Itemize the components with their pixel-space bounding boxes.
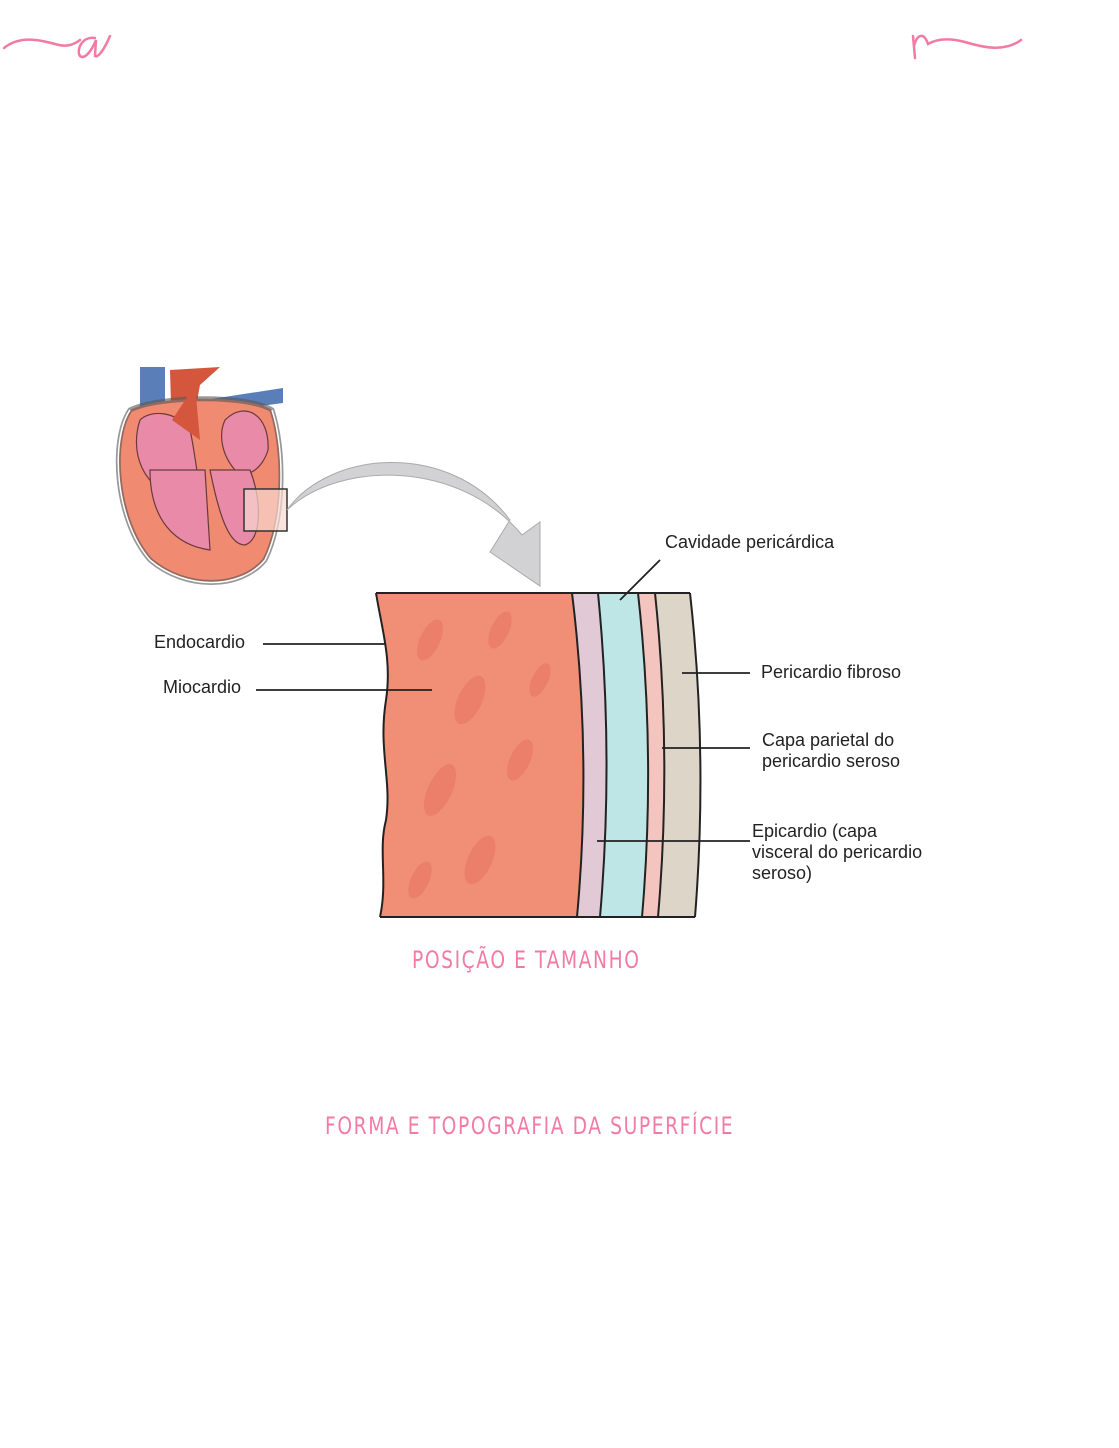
heading-posicao-tamanho: POSIÇÃO E TAMANHO bbox=[412, 946, 641, 974]
label-line: Capa parietal do bbox=[762, 730, 895, 750]
label-epicardio: Epicardio (capa visceral do pericardio s… bbox=[752, 821, 922, 884]
heading-forma-topografia: FORMA E TOPOGRAFIA DA SUPERFÍCIE bbox=[325, 1112, 735, 1140]
label-line: seroso) bbox=[752, 863, 813, 883]
label-endocardio: Endocardio bbox=[154, 632, 246, 652]
label-pericardio-fibroso: Pericardio fibroso bbox=[761, 662, 902, 682]
label-cavidade-pericardica: Cavidade pericárdica bbox=[665, 532, 835, 552]
flourish-right bbox=[911, 34, 1023, 60]
label-line: pericardio seroso bbox=[762, 751, 901, 771]
zoom-arrow bbox=[286, 462, 541, 587]
heart-wall-layers bbox=[375, 592, 702, 918]
label-line: Epicardio (capa bbox=[752, 821, 878, 841]
label-line: visceral do pericardio bbox=[752, 842, 923, 862]
flourish-left bbox=[2, 34, 112, 59]
label-miocardio: Miocardio bbox=[163, 677, 242, 697]
heart-illustration bbox=[115, 367, 288, 585]
label-capa-parietal: Capa parietal do pericardio seroso bbox=[762, 730, 900, 772]
leader-lines bbox=[256, 559, 750, 842]
